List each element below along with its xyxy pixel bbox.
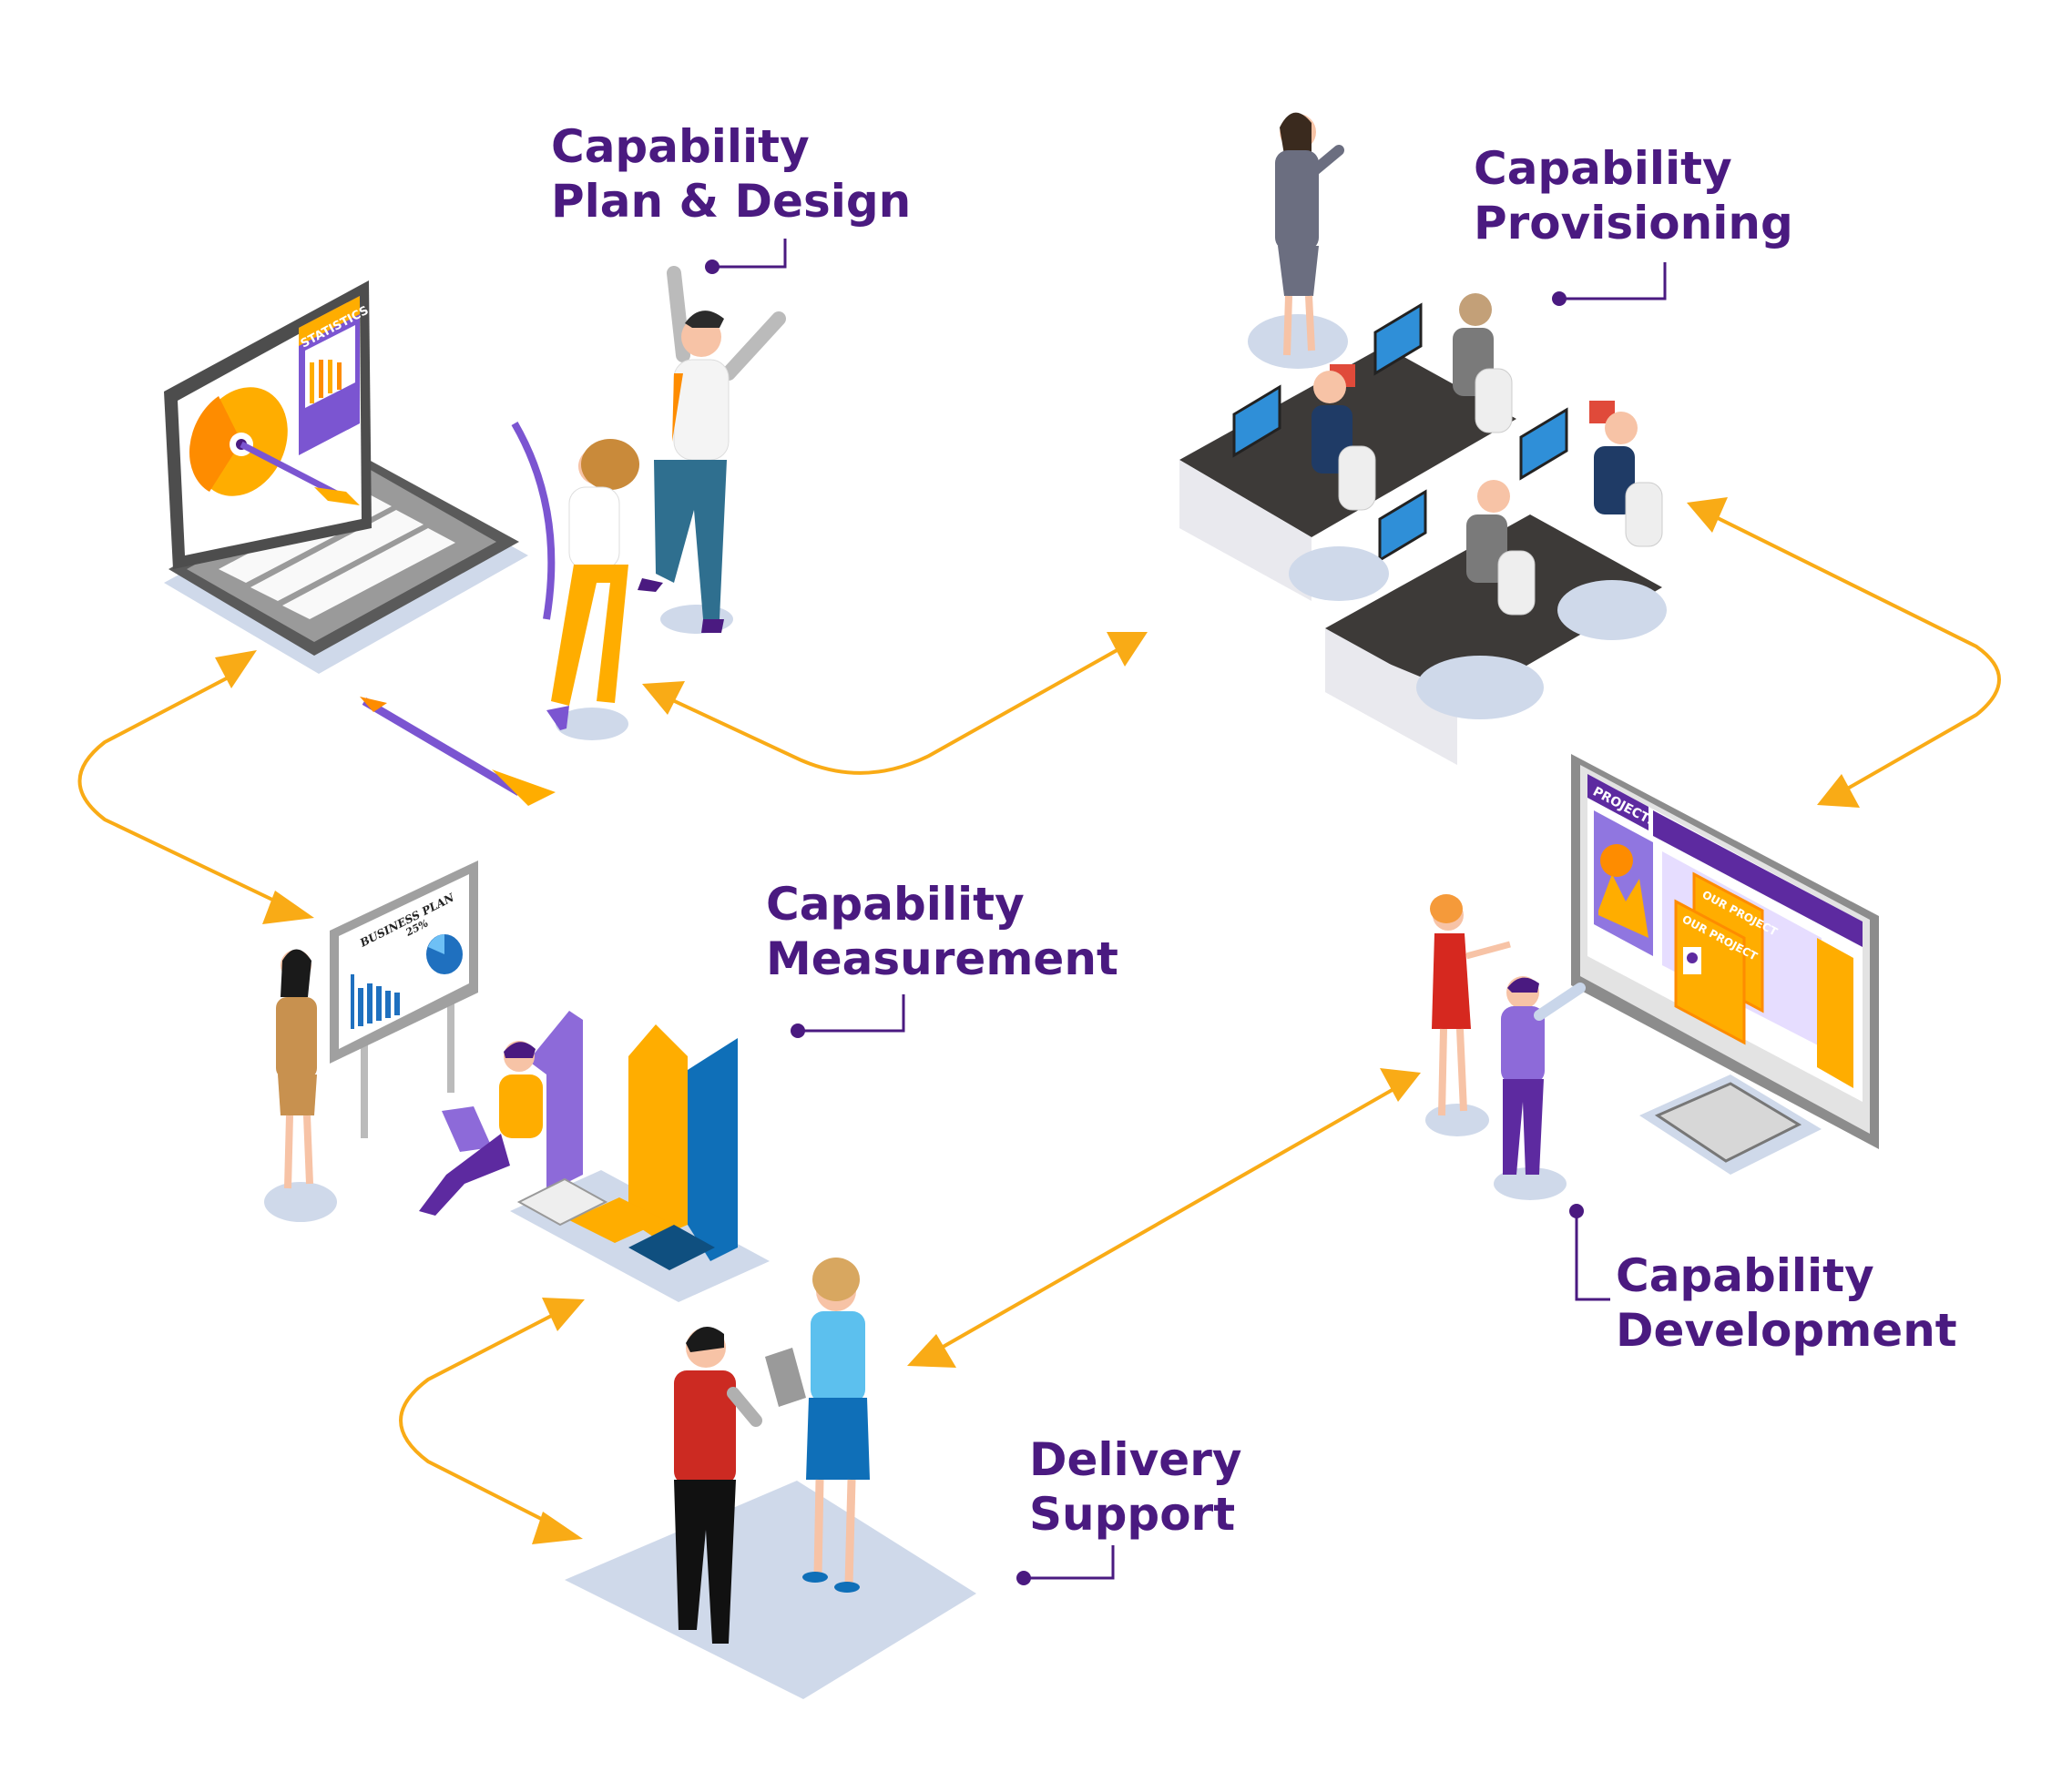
arrow-provisioning-to-development <box>1687 497 2001 808</box>
seated-workers <box>1289 293 1667 719</box>
label-line: Measurement <box>766 932 1118 985</box>
person-man-red-vest <box>674 1327 762 1644</box>
arrow-development-to-delivery <box>907 1068 1421 1368</box>
our-project-card: OUR PROJECT <box>1674 899 1760 1045</box>
person-archer <box>511 421 639 740</box>
arrow-prop-icon <box>360 697 556 806</box>
label-line: Capability <box>551 120 810 173</box>
label-line: Development <box>1616 1304 1957 1357</box>
delivery-support-illustration <box>565 1258 976 1699</box>
label-line: Support <box>1029 1488 1235 1541</box>
person-woman-red-dress <box>1425 894 1511 1136</box>
computer-monitors <box>1232 302 1615 563</box>
label-measurement: Capability Measurement <box>766 878 1118 1038</box>
business-plan-board-illustration: BUSINESS PLAN 25% <box>330 861 478 1138</box>
office-desks-illustration <box>1179 112 1667 765</box>
label-line: Delivery <box>1029 1433 1241 1486</box>
arrow-delivery-to-measurement <box>399 1298 585 1544</box>
person-presenter <box>1248 112 1348 369</box>
pie-chart-icon <box>189 387 288 496</box>
person-cheering <box>638 266 786 634</box>
label-line: Provisioning <box>1474 197 1793 250</box>
label-plan-design: Capability Plan & Design <box>551 120 911 274</box>
projects-monitor-illustration: PROJECTS OUR PROJECT OUR PROJECT <box>1571 754 1879 1175</box>
person-man-purple <box>1494 976 1586 1200</box>
label-line: Capability <box>1616 1249 1874 1302</box>
label-delivery: Delivery Support <box>1016 1433 1241 1585</box>
person-sitting-laptop <box>419 1041 543 1216</box>
person-woman-tablet <box>765 1258 870 1593</box>
person-woman-tan <box>264 949 337 1222</box>
arrow-plan-to-provisioning <box>642 632 1148 775</box>
bar-arrows-illustration <box>510 1011 770 1302</box>
label-line: Capability <box>1474 142 1732 195</box>
label-development: Capability Development <box>1569 1204 1957 1357</box>
label-line: Plan & Design <box>551 175 911 228</box>
arrow-plan-to-measurement <box>77 650 314 924</box>
laptop-illustration: STATISTICS <box>164 280 556 806</box>
label-line: Capability <box>766 878 1025 931</box>
label-provisioning: Capability Provisioning <box>1474 142 1793 306</box>
